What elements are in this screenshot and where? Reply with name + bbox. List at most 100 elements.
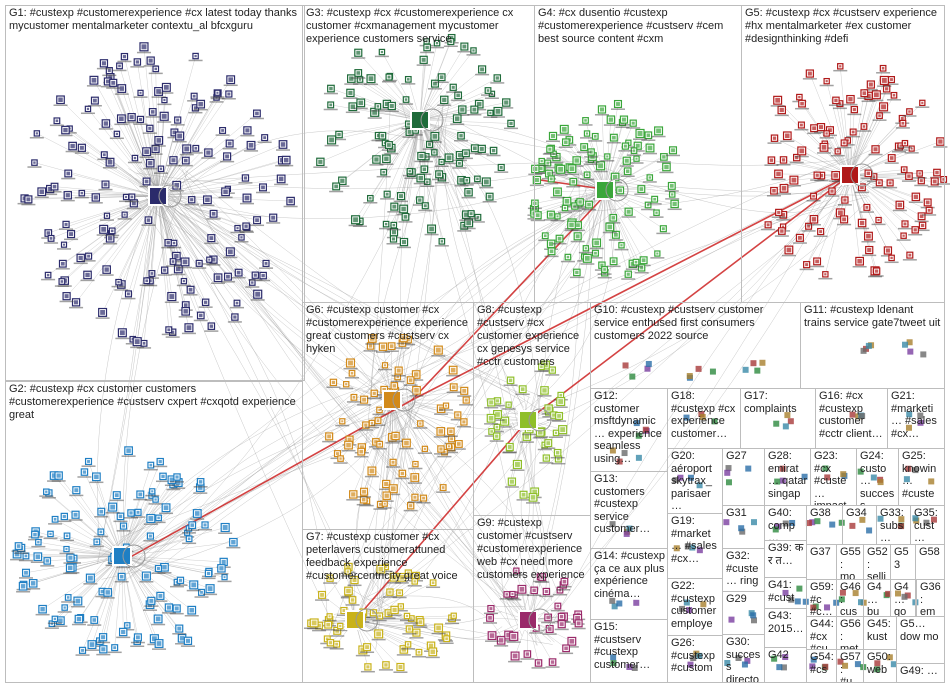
group-label-g24: G24: custo… success custo… bbox=[860, 450, 896, 506]
group-panel-g23: G23: #cx #custe… impact… bbox=[810, 448, 857, 506]
group-label-g33: G33: subs… sam… bbox=[880, 507, 908, 545]
group-panel-g22: G22: #custexp customer employe… bbox=[667, 578, 723, 636]
group-label-g48: G4… go bbox=[894, 581, 913, 617]
group-label-g59: G59: #c #c… bbox=[810, 581, 834, 617]
group-panel-g30: G30: success directo… bbox=[722, 634, 765, 683]
group-panel-g59: G59: #c #c… bbox=[806, 579, 837, 617]
group-panel-g2: G2: #custexp #cx customer customers #cus… bbox=[5, 381, 303, 683]
group-label-g14: G14: #custexp ça ce aux plus expérience … bbox=[594, 550, 665, 600]
group-panel-g13: G13: customers #custexp service customer… bbox=[590, 471, 668, 549]
group-panel-g38: G38 bbox=[806, 505, 843, 545]
group-panel-g48: G4… go bbox=[890, 579, 916, 617]
group-label-g51: G5… dow mo bbox=[900, 618, 942, 643]
group-label-g55: G55: mo… bbox=[840, 546, 861, 580]
group-panel-g42: G42 bbox=[764, 647, 807, 683]
group-label-g25: G25: knowin… #custe… value bbox=[902, 450, 942, 506]
group-label-g29: G29 bbox=[726, 593, 762, 606]
group-panel-g35: G35: cust… emp… bbox=[910, 505, 945, 545]
group-label-g43: G43: 2015… bbox=[768, 610, 804, 635]
group-panel-g26: G26: #custexp #custom… bbox=[667, 635, 723, 683]
group-panel-g51: G5… dow mo bbox=[896, 616, 945, 664]
group-label-g10: G10: #custexp #custserv customer service… bbox=[594, 304, 798, 343]
group-label-g7: G7: #custexp customer #cx peterlavers cu… bbox=[306, 531, 471, 583]
group-panel-g21: G21: #marketi… #sales #cx… bbox=[887, 388, 945, 449]
group-label-g2: G2: #custexp #cx customer customers #cus… bbox=[9, 383, 300, 422]
group-label-g49: G49: … bbox=[900, 665, 942, 678]
group-panel-g52: G52: selli… bbox=[863, 544, 891, 580]
group-panel-g11: G11: #custexp ldenant trains service gat… bbox=[800, 302, 945, 389]
group-label-g1: G1: #custexp #customerexperience #cx lat… bbox=[9, 7, 302, 33]
group-panel-g54: G54: #cs… bbox=[806, 649, 837, 683]
group-panel-g49: G49: … bbox=[896, 663, 945, 683]
group-panel-g24: G24: custo… success custo… bbox=[856, 448, 899, 506]
group-label-g27: G27 bbox=[726, 450, 762, 463]
group-panel-g7: G7: #custexp customer #cx peterlavers cu… bbox=[302, 529, 474, 683]
group-panel-g56: G56: met… bbox=[836, 616, 864, 650]
group-label-g58: G58 bbox=[919, 546, 942, 559]
group-label-g19: G19: #market… #sales #cx… bbox=[671, 515, 720, 565]
group-label-g39: G39: क र त… bbox=[768, 542, 804, 567]
group-panel-g29: G29 bbox=[722, 591, 765, 635]
group-panel-g45: G45: kust… bbox=[863, 616, 897, 650]
group-label-g32: G32: #custe… ring bbox=[726, 550, 762, 588]
group-panel-g36: G36: em… #cu… bbox=[916, 579, 945, 617]
group-label-g44: G44: #cx #cu… bbox=[810, 618, 834, 650]
group-label-g22: G22: #custexp customer employe… bbox=[671, 580, 720, 636]
group-label-g57: G57: #u… bbox=[840, 651, 861, 683]
group-panel-g47: G4… bu… bbox=[863, 579, 891, 617]
group-panel-g14: G14: #custexp ça ce aux plus expérience … bbox=[590, 548, 668, 620]
group-label-g13: G13: customers #custexp service customer… bbox=[594, 473, 665, 536]
group-label-g15: G15: #custserv #custexp customer… bbox=[594, 621, 665, 671]
group-panel-g53: G53 bbox=[890, 544, 916, 580]
group-panel-g44: G44: #cx #cu… bbox=[806, 616, 837, 650]
group-label-g21: G21: #marketi… #sales #cx… bbox=[891, 390, 942, 440]
group-label-g36: G36: em… #cu… bbox=[920, 581, 942, 617]
group-label-g42: G42 bbox=[768, 649, 804, 662]
group-panel-g25: G25: knowin… #custe… value bbox=[898, 448, 945, 506]
group-label-g47: G4… bu… bbox=[867, 581, 888, 617]
group-panel-g12: G12: customer msftdynamic… experience se… bbox=[590, 388, 668, 472]
group-panel-g9: G9: #custexp customer #custserv #custome… bbox=[473, 515, 591, 683]
group-label-g53: G53 bbox=[894, 546, 913, 571]
group-panel-g39: G39: क र त… bbox=[764, 540, 807, 578]
group-panel-g57: G57: #u… bbox=[836, 649, 864, 683]
group-label-g46: G46: cus… bbox=[840, 581, 861, 617]
group-label-g45: G45: kust… bbox=[867, 618, 894, 650]
group-panel-g43: G43: 2015… bbox=[764, 608, 807, 648]
group-label-g4: G4: #cx dusentio #custexp #customerexper… bbox=[538, 7, 739, 46]
group-panel-g4: G4: #cx dusentio #custexp #customerexper… bbox=[534, 5, 742, 303]
group-panel-g50: G50: web… bbox=[863, 649, 897, 683]
group-label-g9: G9: #custexp customer #custserv #custome… bbox=[477, 517, 588, 582]
group-label-g8: G8: #custexp #custserv #cx customer expe… bbox=[477, 304, 588, 369]
group-panel-g6: G6: #custexp customer #cx #customerexper… bbox=[302, 302, 474, 530]
group-label-g37: G37 bbox=[810, 546, 834, 559]
group-panel-g31: G31 bbox=[722, 505, 765, 549]
group-label-g26: G26: #custexp #custom… bbox=[671, 637, 720, 683]
group-label-g54: G54: #cs… bbox=[810, 651, 834, 683]
group-label-g11: G11: #custexp ldenant trains service gat… bbox=[804, 304, 942, 330]
group-label-g16: G16: #cx #custexp customer #cctr client… bbox=[819, 390, 885, 440]
group-panel-g27: G27 bbox=[722, 448, 765, 506]
group-label-g28: G28: emirat… qatar singap… bbox=[768, 450, 808, 506]
group-label-g50: G50: web… bbox=[867, 651, 894, 683]
group-panel-g37: G37 bbox=[806, 544, 837, 580]
group-label-g6: G6: #custexp customer #cx #customerexper… bbox=[306, 304, 471, 356]
group-label-g40: G40: comp… bbox=[768, 507, 804, 541]
group-panel-g55: G55: mo… bbox=[836, 544, 864, 580]
group-label-g52: G52: selli… bbox=[867, 546, 888, 580]
group-panel-g8: G8: #custexp #custserv #cx customer expe… bbox=[473, 302, 591, 516]
group-label-g34: G34 bbox=[846, 507, 874, 520]
group-label-g5: G5: #custexp #cx #custserv experience #h… bbox=[745, 7, 942, 46]
group-label-g38: G38 bbox=[810, 507, 840, 520]
group-label-g3: G3: #custexp #cx #customerexperience cx … bbox=[306, 7, 532, 46]
group-label-g56: G56: met… bbox=[840, 618, 861, 650]
group-panel-g40: G40: comp… bbox=[764, 505, 807, 541]
group-label-g35: G35: cust… emp… bbox=[914, 507, 942, 545]
group-panel-g19: G19: #market… #sales #cx… bbox=[667, 513, 723, 579]
group-label-g23: G23: #cx #custe… impact… bbox=[814, 450, 854, 506]
group-panel-g32: G32: #custe… ring bbox=[722, 548, 765, 592]
group-label-g31: G31 bbox=[726, 507, 762, 520]
group-panel-g17: G17: complaints bbox=[740, 388, 816, 449]
group-panel-g28: G28: emirat… qatar singap… bbox=[764, 448, 811, 506]
